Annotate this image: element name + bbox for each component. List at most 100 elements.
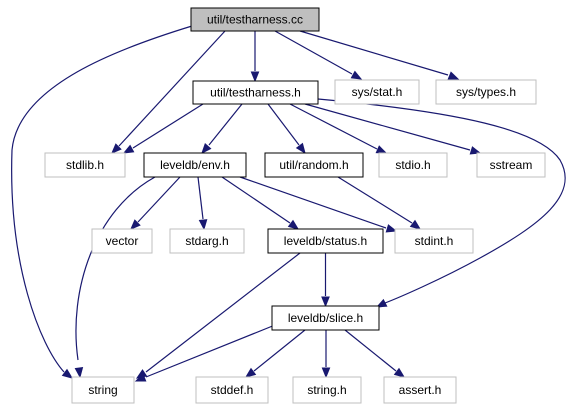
edge-arrowhead [350,70,363,80]
edge-arrowhead [250,71,260,83]
edge-arrowhead [111,143,122,154]
edge-slice-to-assert [344,329,406,378]
node-label: assert.h [399,383,442,397]
edge-line [208,103,243,146]
edge-arrowhead [122,144,135,154]
node-stdint-h[interactable]: stdint.h [394,228,474,254]
edge-testharness-cc-to-testharness-h [250,31,260,83]
edge-testharness-h-to-stdlib [122,103,204,154]
edge-arrowhead [201,143,212,155]
edge-testharness-h-to-slice [317,98,566,308]
edge-testharness-h-to-env [201,103,243,155]
node-label: string [88,383,117,397]
edge-arrowhead [321,367,331,379]
edge-line [344,329,397,372]
edge-line [75,176,156,361]
edge-testharness-cc-to-sys-types [299,30,460,80]
edge-line [289,103,378,150]
edge-line [267,103,300,146]
node-label: stdarg.h [185,234,228,248]
edge-arrowhead [393,367,406,378]
edge-line [304,103,471,151]
edge-arrowhead [409,219,422,230]
node-string[interactable]: string [71,376,135,404]
edge-slice-to-stddef [244,329,306,378]
edge-testharness-cc-to-stdlib [111,30,226,154]
edge-slice-to-string-h [321,330,331,379]
node-label: leveldb/slice.h [288,311,363,325]
edge-line [137,176,181,223]
edge-line [145,324,276,378]
edge-arrowhead [321,296,330,308]
node-leveldb-env-h[interactable]: leveldb/env.h [143,152,247,178]
node-label: string.h [307,383,346,397]
edge-env-to-stdarg [197,176,208,231]
edge-random-to-stdint [337,176,422,230]
edge-line [253,329,306,372]
edge-testharness-h-to-stdio [289,103,388,154]
node-label: stdlib.h [66,158,104,172]
edge-testharness-cc-to-string [11,25,193,379]
edge-line [317,98,566,304]
edge-slice-to-string [134,324,276,382]
edge-line [299,30,449,76]
edge-line [145,252,301,373]
edge-line [239,176,387,229]
node-sys-types-h[interactable]: sys/types.h [435,79,537,105]
node-label: leveldb/env.h [160,158,230,172]
edge-status-to-slice [321,253,330,308]
edge-testharness-h-to-random [267,103,306,155]
edge-testharness-cc-to-sys-stat [274,30,363,80]
node-label: stdio.h [395,158,430,172]
edge-env-to-stdint [239,176,398,233]
node-stddef-h[interactable]: stddef.h [195,376,269,404]
node-stdarg-h[interactable]: stdarg.h [169,228,245,254]
edge-line [274,30,353,75]
node-leveldb-status-h[interactable]: leveldb/status.h [267,228,384,254]
edge-arrowhead [447,71,460,80]
node-util-testharness-cc[interactable]: util/testharness.cc [190,7,320,32]
edge-testharness-h-to-sstream [304,103,482,155]
edge-arrowhead [134,373,147,382]
node-util-random-h[interactable]: util/random.h [264,152,364,178]
edge-env-to-vector [130,176,181,230]
edge-line [337,176,413,224]
edge-line [197,176,204,220]
edge-arrowhead [375,145,388,154]
node-assert-h[interactable]: assert.h [383,376,457,404]
edge-arrowhead [287,219,300,230]
edge-env-to-status [221,176,300,230]
node-leveldb-slice-h[interactable]: leveldb/slice.h [271,305,380,331]
node-vector[interactable]: vector [91,228,153,254]
node-label: sys/stat.h [352,85,403,99]
node-sys-stat-h[interactable]: sys/stat.h [334,79,420,105]
edge-arrowhead [74,367,84,379]
edge-line [221,176,291,224]
edge-arrowhead [198,219,208,231]
node-label: stdint.h [415,234,454,248]
edge-line [11,25,193,373]
node-stdio-h[interactable]: stdio.h [378,152,448,178]
node-label: util/testharness.h [210,86,301,100]
node-util-testharness-h[interactable]: util/testharness.h [192,80,319,105]
edge-line [118,30,226,147]
node-string-h[interactable]: string.h [292,376,362,404]
edge-arrowhead [385,224,398,233]
edge-line [132,103,204,149]
edge-arrowhead [295,142,306,155]
node-stdlib-h[interactable]: stdlib.h [44,152,126,178]
edge-arrowhead [469,146,482,155]
edge-arrowhead [244,367,257,378]
node-label: util/testharness.cc [207,13,303,27]
node-sstream[interactable]: sstream [476,152,546,178]
edge-arrowhead [61,368,74,379]
edges-layer [11,25,566,382]
node-label: stddef.h [211,383,254,397]
node-label: util/random.h [279,158,348,172]
nodes-layer: util/testharness.cc sys/stat.h sys/types… [44,7,546,404]
edge-arrowhead [375,298,388,308]
edge-env-to-string [74,176,156,379]
node-label: vector [106,234,139,248]
node-label: leveldb/status.h [284,234,367,248]
